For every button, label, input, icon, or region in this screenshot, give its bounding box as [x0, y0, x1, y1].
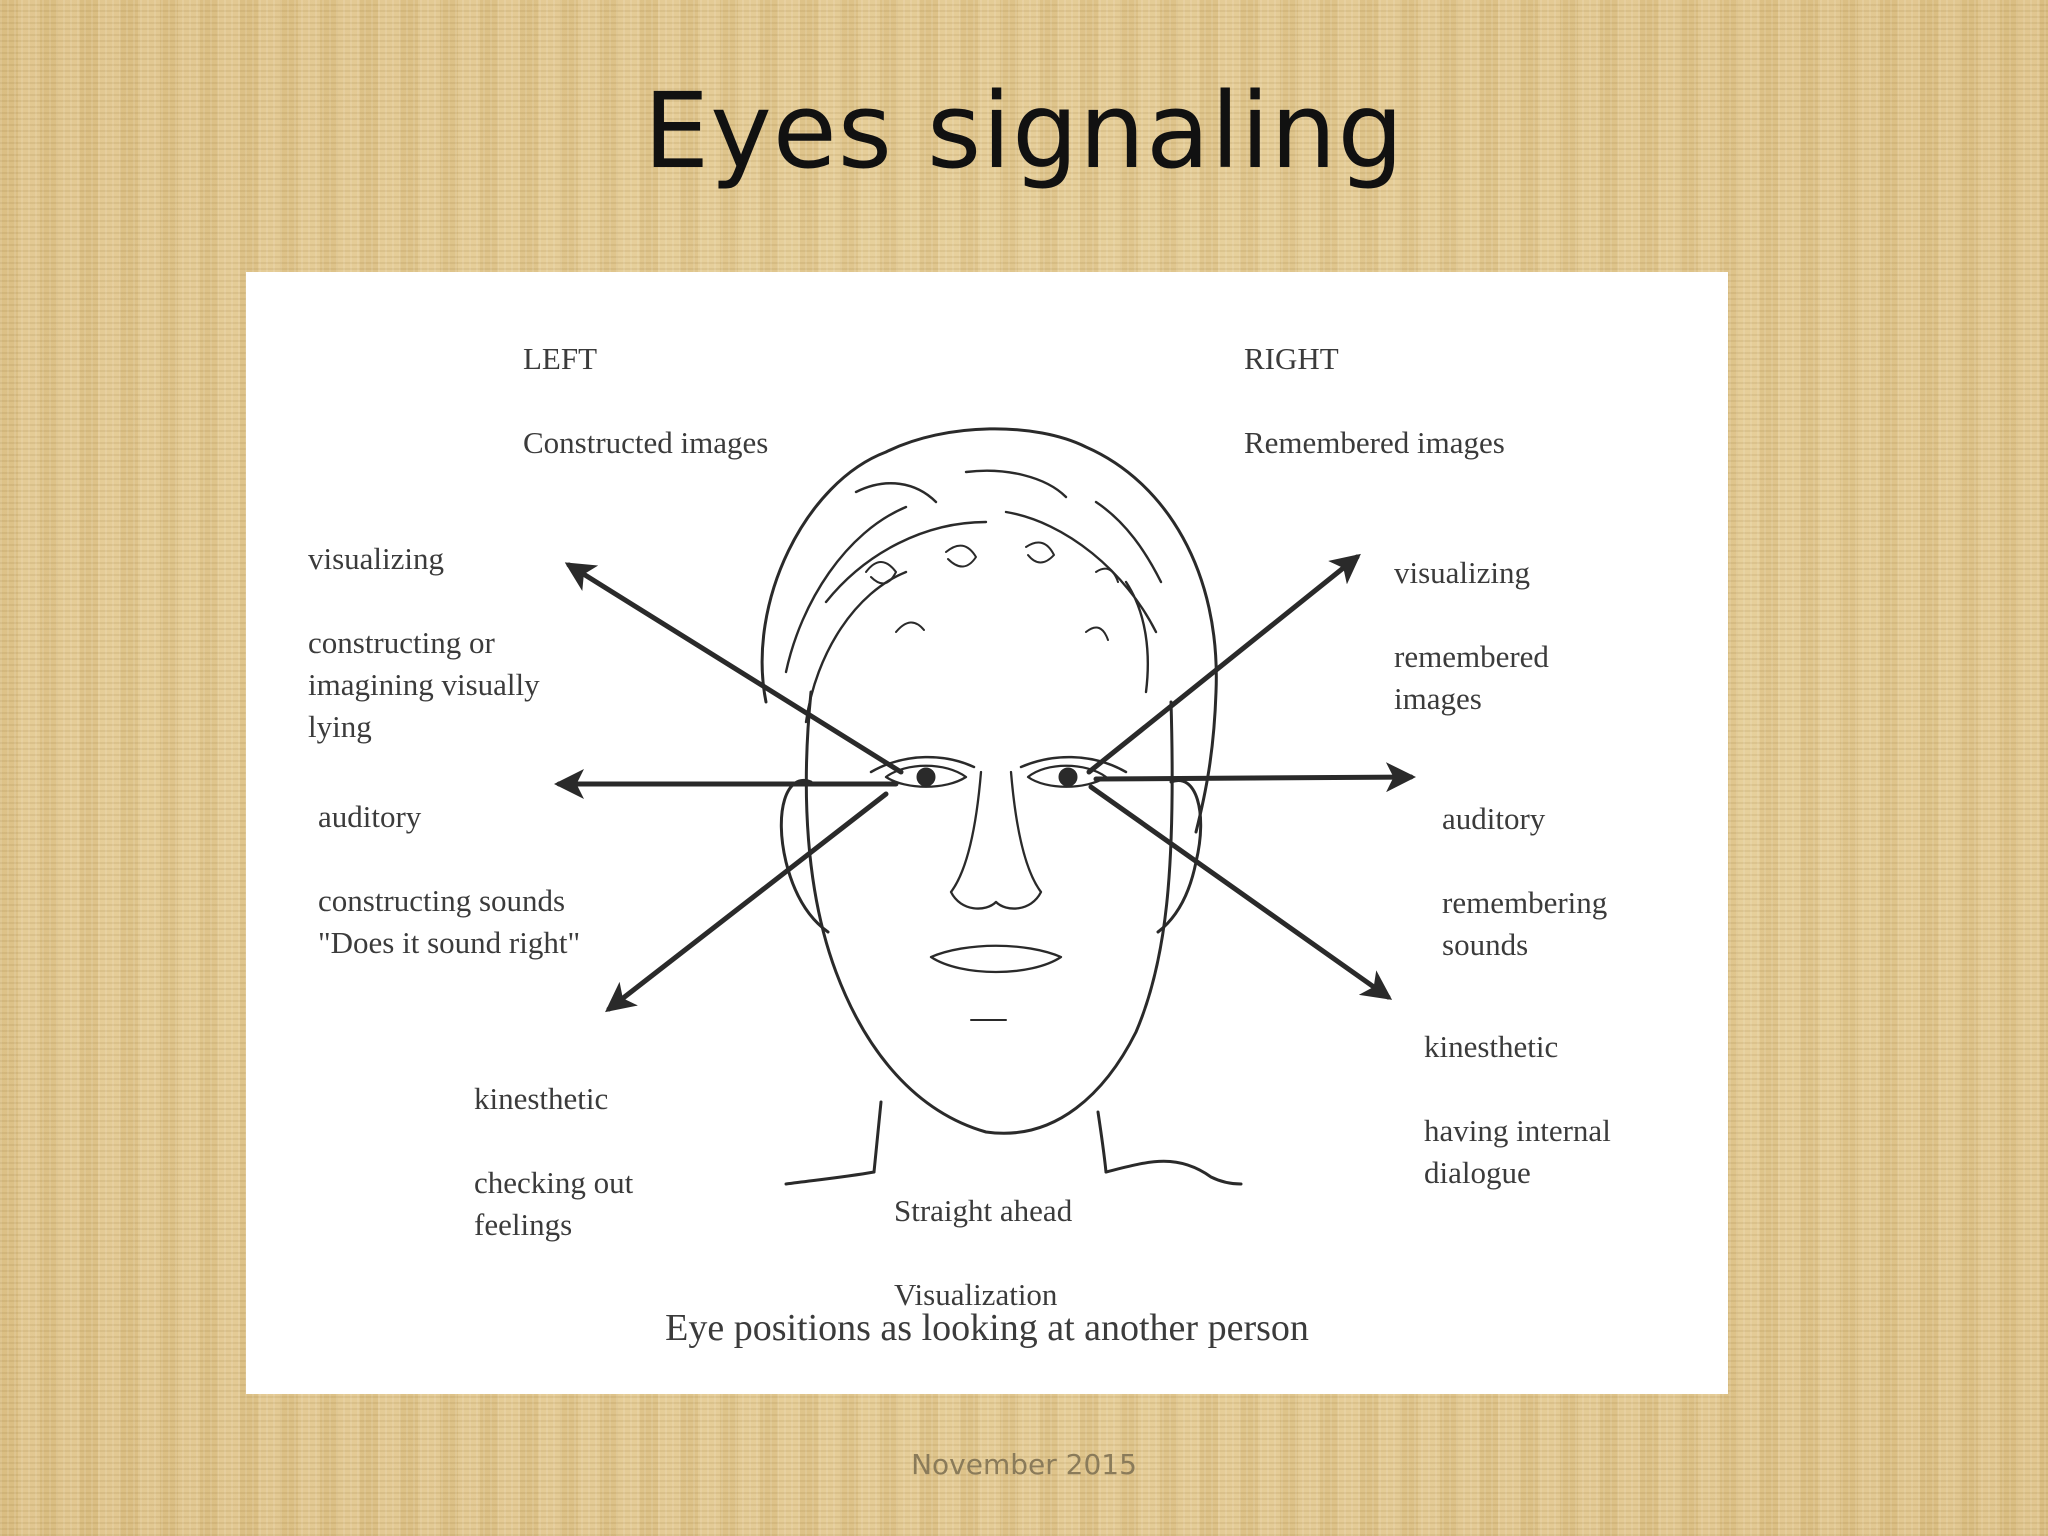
neck-right	[1096, 1110, 1108, 1174]
upper-right-head: visualizing	[1394, 555, 1531, 590]
label-lower-right: kinesthetic having internal dialogue	[1424, 984, 1611, 1236]
gaze-arrows	[554, 553, 1416, 1013]
left-pupil	[916, 767, 936, 787]
right-pupil	[1058, 767, 1078, 787]
lower-right-head: kinesthetic	[1424, 1029, 1559, 1064]
neck-left	[872, 1100, 883, 1174]
arrow-lower-left	[605, 791, 889, 1013]
left-heading: LEFT	[523, 341, 598, 376]
hair-outline	[760, 427, 1218, 834]
face-outline	[804, 690, 1174, 1135]
figure-caption: Eye positions as looking at another pers…	[665, 1307, 1309, 1349]
center-body: Visualization	[894, 1277, 1058, 1312]
mid-left-body: constructing sounds "Does it sound right…	[318, 883, 581, 960]
mid-right-body: remembering sounds	[1442, 885, 1608, 962]
left-heading-label: LEFT Constructed images	[523, 296, 768, 506]
upper-left-body: constructing or imagining visually lying	[308, 625, 540, 744]
hair-swirls	[865, 541, 1119, 641]
label-mid-left: auditory constructing sounds "Does it so…	[318, 754, 580, 1006]
hair-curls	[784, 469, 1163, 724]
label-center: Straight ahead Visualization	[894, 1148, 1072, 1358]
eye-positions-diagram: LEFT Constructed images RIGHT Remembered…	[246, 272, 1728, 1394]
right-subheading: Remembered images	[1244, 425, 1505, 460]
arrow-upper-right	[1086, 553, 1361, 775]
nose	[949, 770, 1043, 910]
mouth	[929, 944, 1063, 974]
left-subheading: Constructed images	[523, 425, 769, 460]
lower-left-head: kinesthetic	[474, 1081, 609, 1116]
right-ear	[1156, 778, 1203, 934]
arrow-lower-right	[1088, 784, 1393, 1000]
right-heading: RIGHT	[1244, 341, 1339, 376]
mid-right-head: auditory	[1442, 801, 1546, 836]
center-head: Straight ahead	[894, 1193, 1073, 1228]
upper-right-body: remembered images	[1394, 639, 1549, 716]
left-brow	[869, 755, 976, 774]
right-heading-label: RIGHT Remembered images	[1244, 296, 1505, 506]
label-upper-right: visualizing remembered images	[1394, 510, 1549, 762]
label-lower-left: kinesthetic checking out feelings	[474, 1036, 633, 1288]
upper-left-head: visualizing	[308, 541, 445, 576]
slide-footer-date: November 2015	[911, 1448, 1137, 1481]
lower-right-body: having internal dialogue	[1424, 1113, 1611, 1190]
arrow-mid-right	[1093, 762, 1416, 793]
shoulders	[784, 1159, 1243, 1186]
right-brow	[1019, 755, 1128, 774]
lower-left-body: checking out feelings	[474, 1165, 634, 1242]
label-upper-left: visualizing constructing or imagining vi…	[308, 496, 540, 790]
left-eye	[884, 764, 968, 788]
slide-title: Eyes signaling	[643, 70, 1405, 192]
label-mid-right: auditory remembering sounds	[1442, 756, 1607, 1008]
mid-left-head: auditory	[318, 799, 422, 834]
arrow-upper-left	[564, 562, 904, 775]
face-drawing	[554, 427, 1416, 1186]
